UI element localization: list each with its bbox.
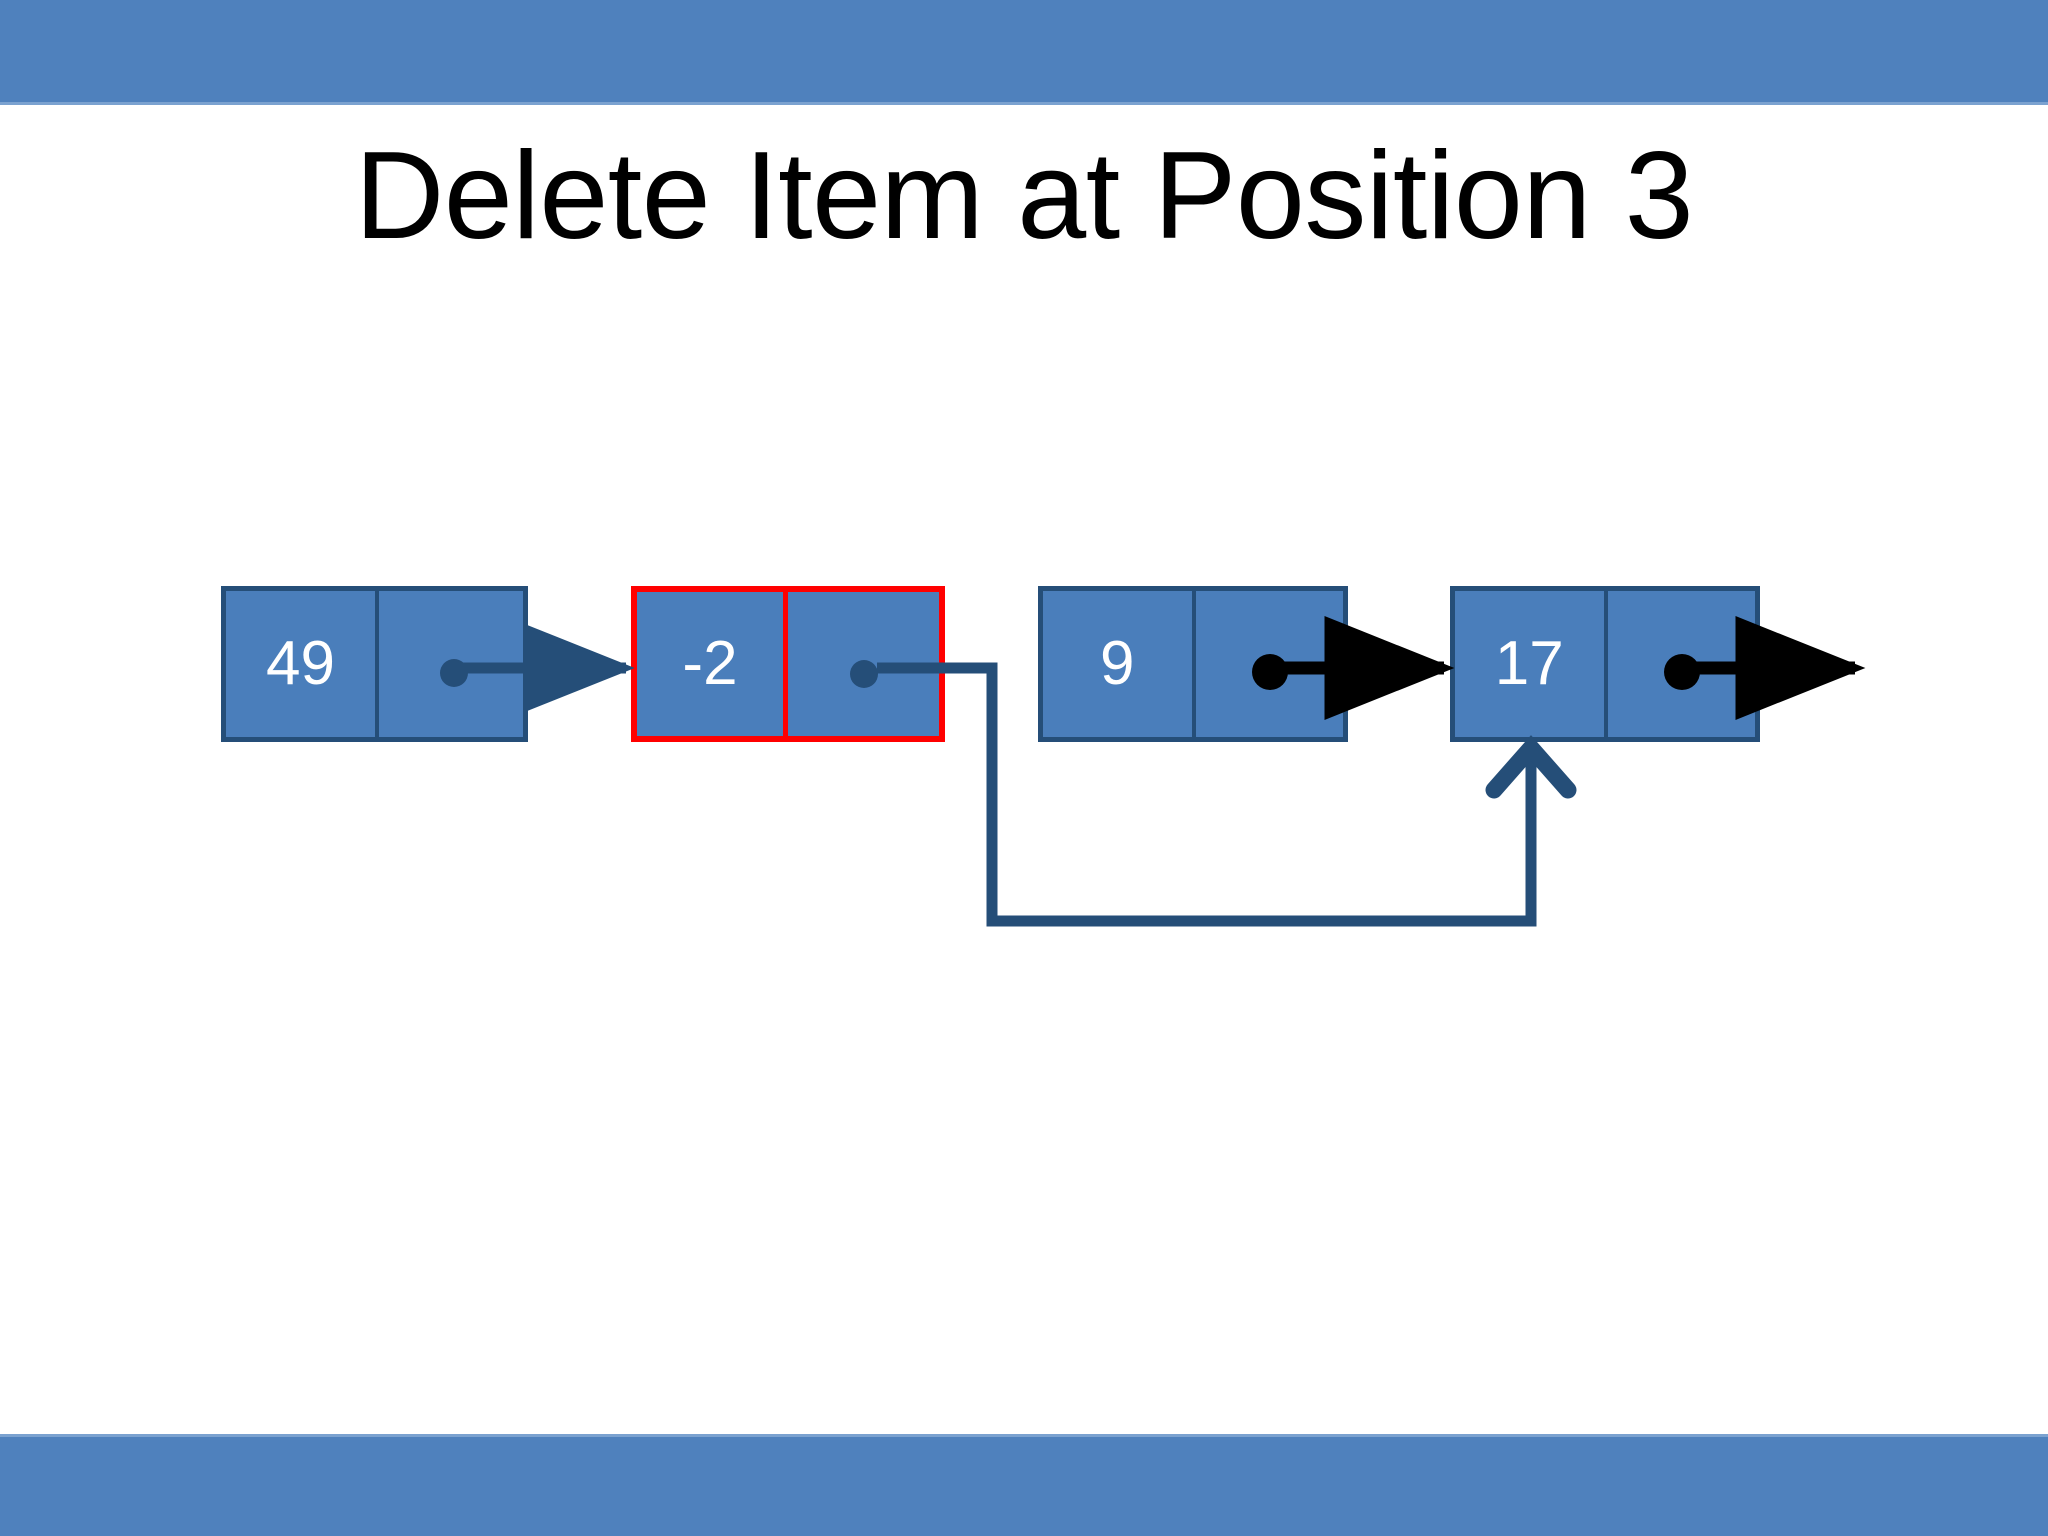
bottom-accent-band [0, 1434, 2048, 1536]
page-title: Delete Item at Position 3 [354, 127, 1694, 265]
node-data-cell: 17 [1455, 591, 1608, 737]
node-data-cell: -2 [637, 592, 788, 736]
node-data-cell: 9 [1043, 591, 1196, 737]
node-pointer-cell [1196, 591, 1344, 737]
node-value: 9 [1100, 629, 1135, 698]
pointer-dot-icon [850, 660, 878, 688]
node-value: 49 [266, 629, 335, 698]
list-node-9[interactable]: 9 [1038, 586, 1348, 742]
list-node-49[interactable]: 49 [221, 586, 528, 742]
node-value: 17 [1494, 629, 1564, 698]
list-node-17[interactable]: 17 [1450, 586, 1760, 742]
node-pointer-cell [379, 591, 523, 737]
top-accent-band [0, 0, 2048, 105]
list-node-minus-2[interactable]: -2 [631, 586, 945, 742]
node-value: -2 [682, 629, 738, 698]
pointer-dot-icon [440, 659, 468, 687]
pointer-dot-icon [1251, 654, 1288, 690]
node-pointer-cell [788, 592, 939, 736]
bypass-arrowhead-icon [1485, 735, 1577, 799]
node-pointer-cell [1608, 591, 1756, 737]
pointer-dot-icon [1663, 654, 1700, 690]
node-data-cell: 49 [226, 591, 379, 737]
